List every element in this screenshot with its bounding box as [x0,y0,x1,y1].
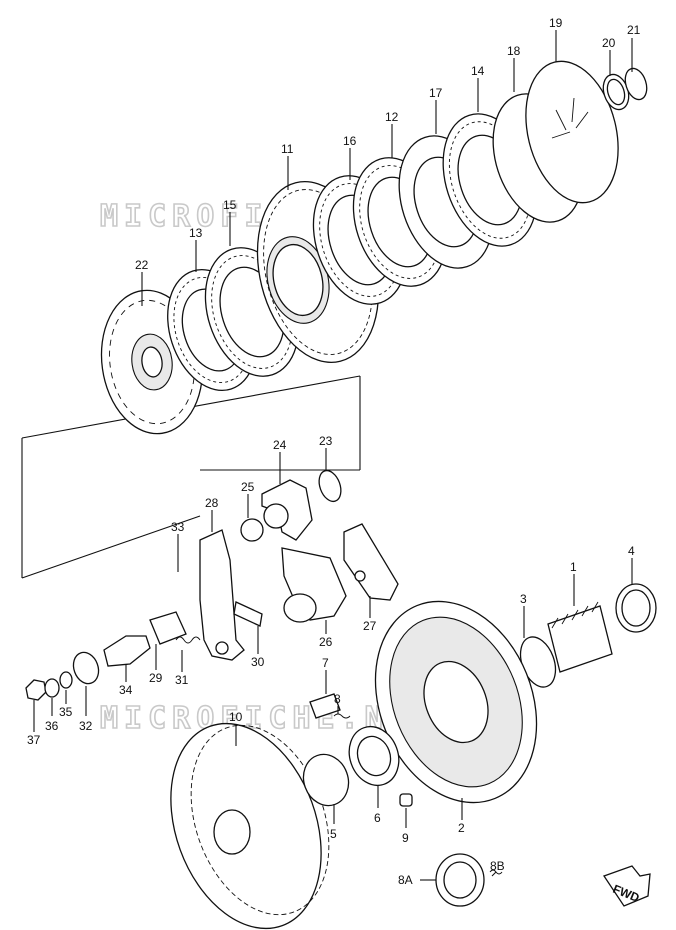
part-6-bearing [348,725,400,787]
callout-20: 20 [602,36,616,50]
part-32-cam-plate [72,651,100,685]
callout-16: 16 [343,134,357,148]
callout-30: 30 [251,655,265,669]
callout-1: 1 [570,560,577,574]
part-4-bushing [615,583,657,633]
part-29-shaft-fitting [149,611,187,645]
callout-22: 22 [135,258,149,272]
part-28-lever [199,529,245,661]
part-26-cam [281,547,347,623]
callout-19: 19 [549,16,563,30]
callout-7: 7 [322,656,329,670]
part-37-nut [25,679,47,701]
callout-27: 27 [363,619,377,633]
callout-37: 37 [27,733,41,747]
callout-4: 4 [628,544,635,558]
part-10-clutch-assembly [170,722,330,930]
callout-13: 13 [189,226,203,240]
part-1-gear [547,601,613,673]
part-8-spring [333,713,351,719]
callout-14: 14 [471,64,485,78]
callout-25: 25 [241,480,255,494]
callout-8b: 8B [490,859,505,873]
callout-17: 17 [429,86,443,100]
callout-11: 11 [281,142,294,156]
callout-6: 6 [374,811,381,825]
part-19-spring-plate [525,60,619,204]
part-35-washer [59,671,73,689]
callout-18: 18 [507,44,521,58]
callout-35: 35 [59,705,73,719]
callout-2: 2 [458,821,465,835]
part-7-bracket [309,693,341,719]
callout-26: 26 [319,635,333,649]
part-21-snap-ring [624,67,648,101]
part-36-washer [44,678,60,698]
callout-8: 8 [334,692,341,706]
callout-3: 3 [520,592,527,606]
callout-33: 33 [171,520,185,534]
callout-32: 32 [79,719,93,733]
leader-lines [33,30,633,881]
callout-36: 36 [45,719,59,733]
callout-28: 28 [205,496,219,510]
part-2-clutch-housing [374,600,538,804]
part-27-bracket-plate [343,523,399,601]
part-31-spring [175,636,201,644]
callout-10: 10 [229,710,243,724]
callout-12: 12 [385,110,399,124]
part-9-pin [399,793,413,807]
fwd-arrow-icon: FWD [602,865,651,907]
part-23-circlip [318,469,342,503]
part-24-shift-fork [261,479,313,541]
part-8a-bearing-cage [435,853,485,907]
callout-31: 31 [175,673,189,687]
callout-29: 29 [149,671,163,685]
callout-8a: 8A [398,873,413,887]
callout-labels: 19 21 20 18 14 17 12 16 11 15 13 22 24 2… [27,16,641,887]
part-25-bushing [240,518,264,542]
callout-23: 23 [319,434,333,448]
callout-15: 15 [223,198,237,212]
part-5-bushing [302,753,350,807]
callout-9: 9 [402,831,409,845]
callout-24: 24 [273,438,287,452]
callout-21: 21 [627,23,641,37]
part-34-shaft [103,635,151,667]
part-30-pin [233,601,263,627]
part-20-ring [602,73,630,111]
callout-34: 34 [119,683,133,697]
callout-5: 5 [330,827,337,841]
